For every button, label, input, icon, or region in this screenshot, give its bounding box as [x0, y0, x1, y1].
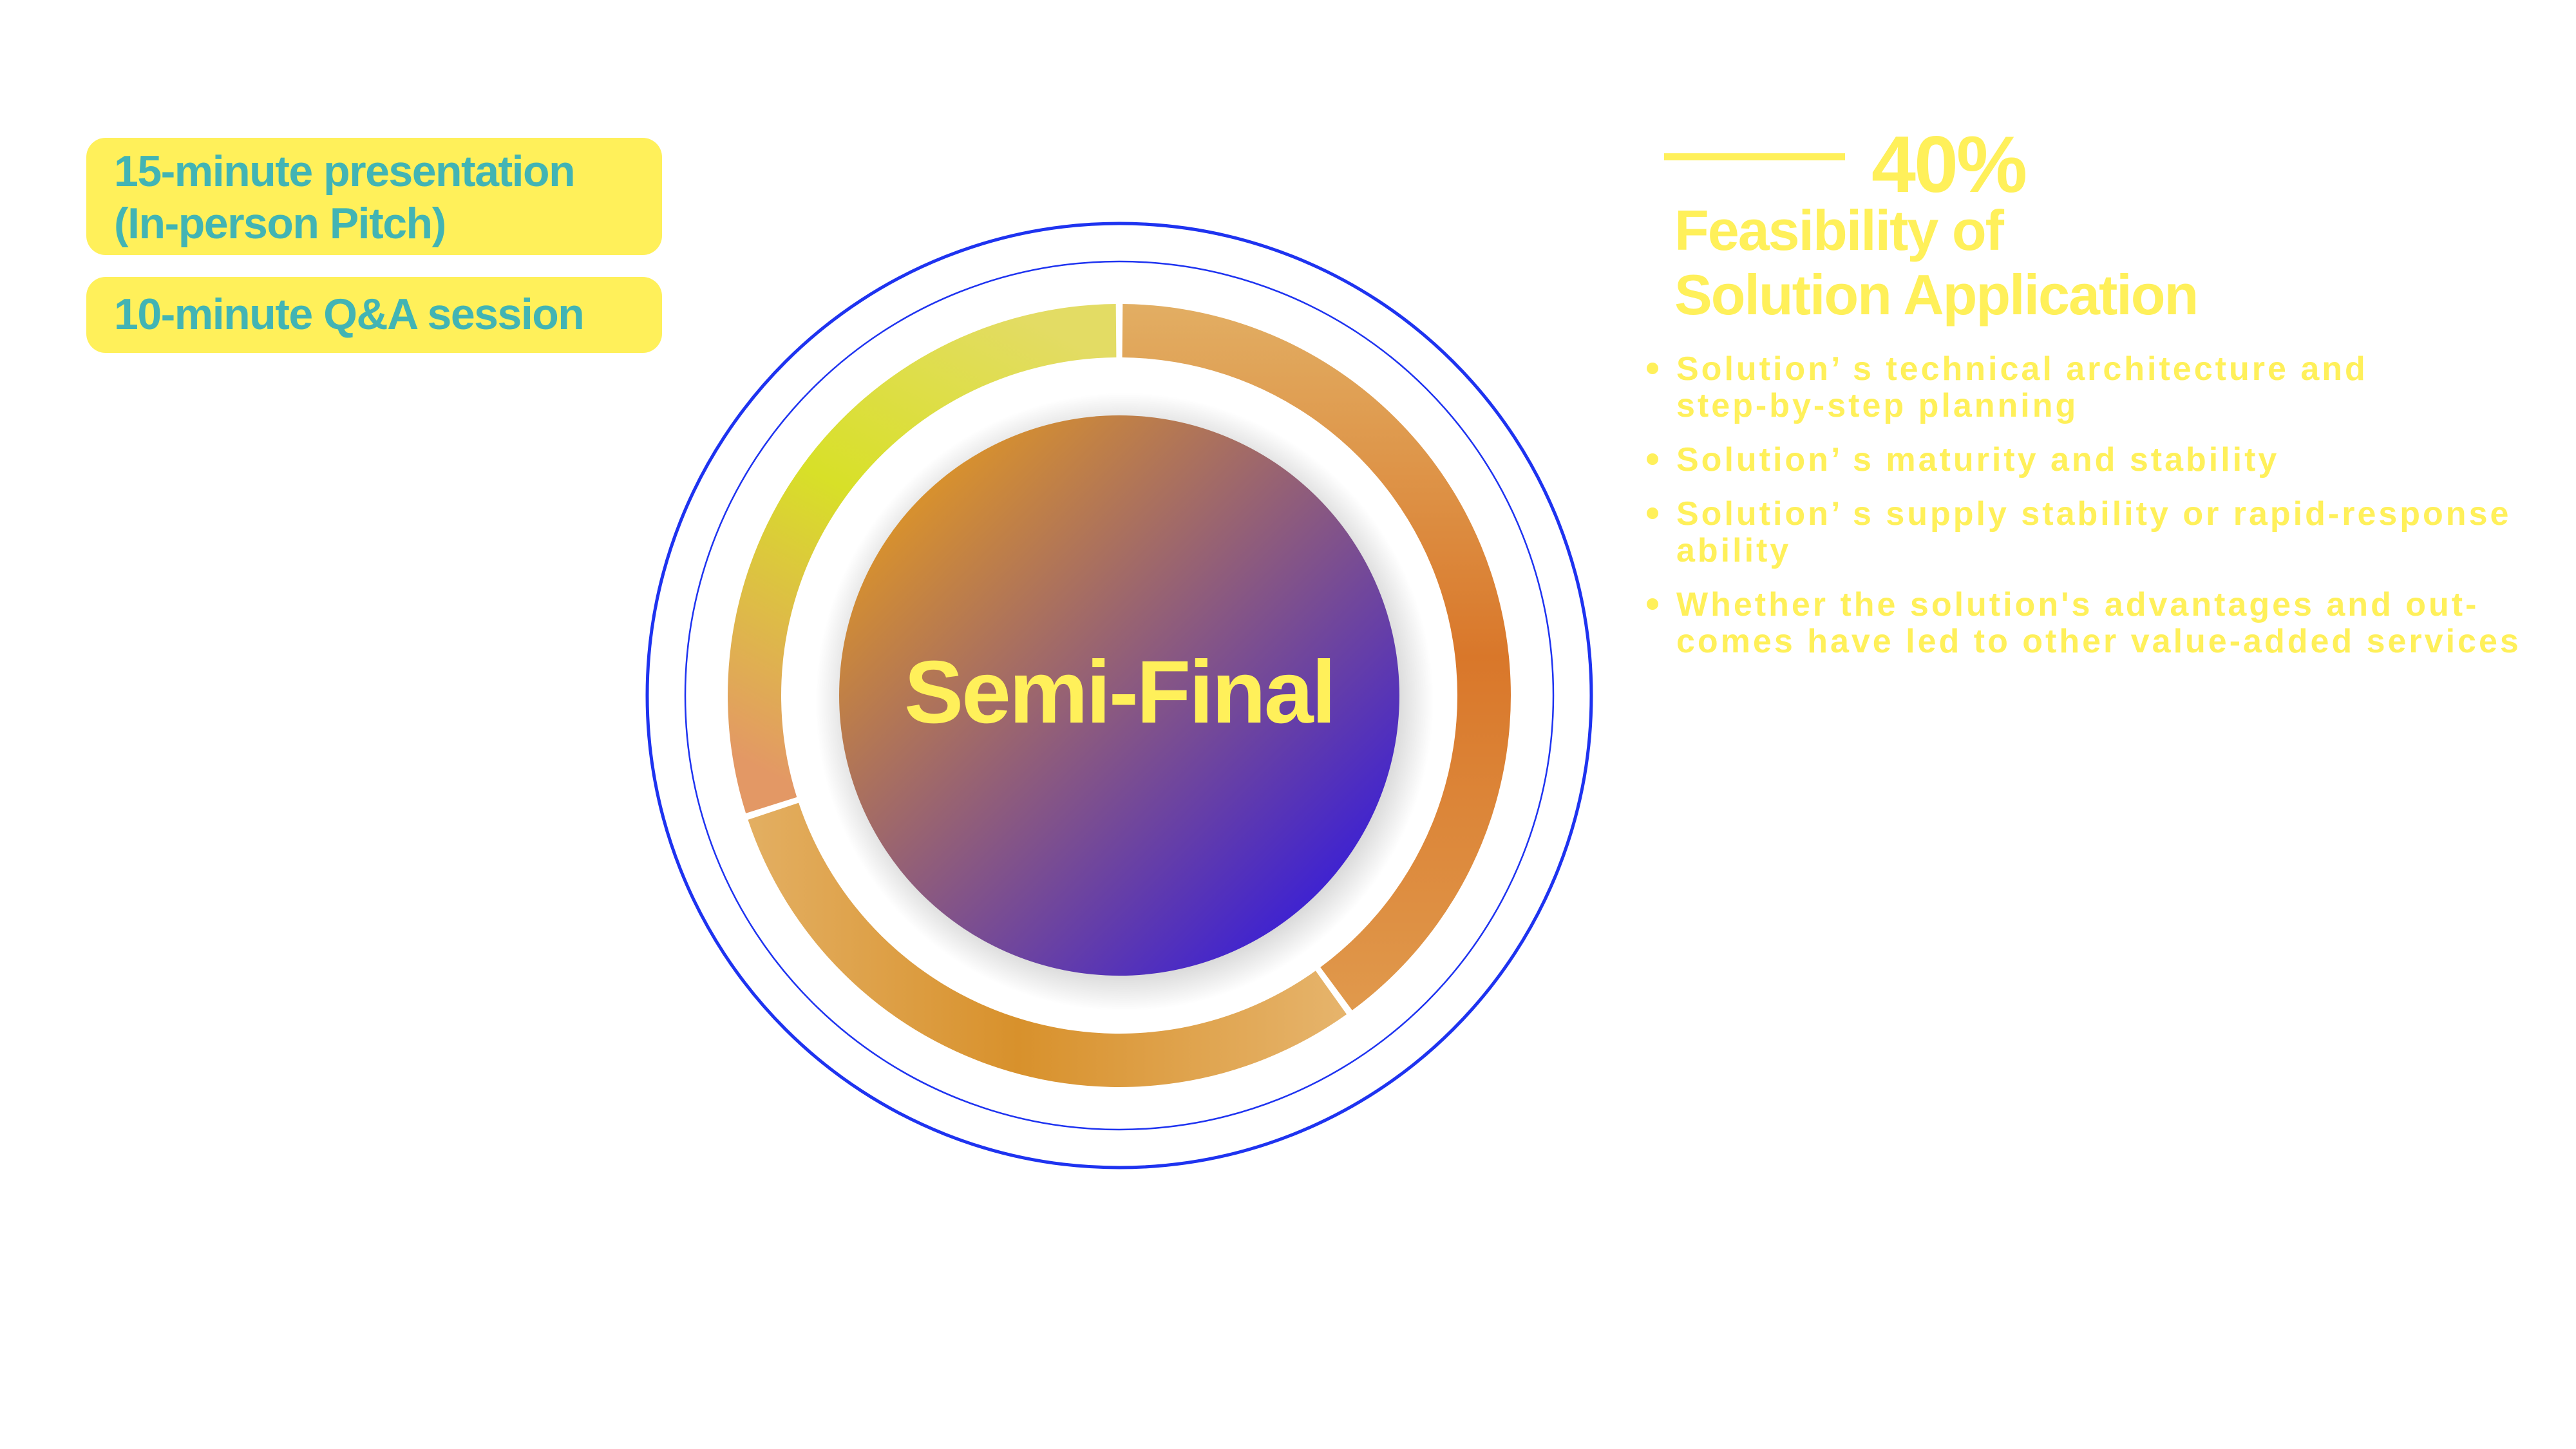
- criteria-list: Solution’ s technical architecture and s…: [1647, 351, 2561, 677]
- format-text-line: (In-person Pitch): [114, 199, 446, 248]
- criteria-list-item: Solution’ s supply stability or rapid-re…: [1647, 496, 2561, 569]
- bullet-dot-icon: [1647, 453, 1658, 465]
- criteria-list-item: Solution’ s technical architecture and s…: [1647, 351, 2561, 424]
- criterion-title-line: Solution Application: [1674, 263, 2199, 327]
- format-text-line: 10-minute Q&A session: [114, 290, 585, 339]
- criteria-text-line: ability: [1676, 532, 1792, 569]
- donut-segment-feasibility-of-solution-application: [1122, 304, 1511, 1010]
- criteria-text-line: Solution’ s technical architecture and: [1676, 350, 2368, 388]
- format-text-line: 15-minute presentation: [114, 147, 576, 196]
- donut-segment-segment-2: [748, 802, 1347, 1087]
- criteria-text-line: Solution’ s supply stability or rapid-re…: [1676, 495, 2512, 533]
- format-box-presentation: 15-minute presentation (In-person Pitch): [86, 138, 662, 255]
- center-disc: [839, 415, 1399, 976]
- donut-segment-segment-3: [728, 304, 1117, 813]
- center-label: Semi-Final: [904, 643, 1334, 742]
- criteria-text-line: step-by-step planning: [1676, 387, 2079, 424]
- criteria-text-line: Solution’ s maturity and stability: [1676, 441, 2280, 478]
- criterion-weight: 40%: [1871, 120, 2027, 209]
- donut-segments: [728, 304, 1511, 1087]
- weight-line-decoration: [1664, 153, 1845, 160]
- criterion-title: Feasibility of Solution Application: [1674, 198, 2199, 327]
- inner-ring: [684, 260, 1555, 1131]
- criteria-text-line: comes have led to other value-added serv…: [1676, 623, 2521, 660]
- outer-ring: [645, 222, 1593, 1170]
- bullet-dot-icon: [1647, 507, 1658, 519]
- criterion-title-line: Feasibility of: [1674, 198, 2004, 262]
- criteria-list-item: Solution’ s maturity and stability: [1647, 442, 2561, 478]
- bullet-dot-icon: [1647, 598, 1658, 610]
- bullet-dot-icon: [1647, 363, 1658, 374]
- criteria-list-item: Whether the solution's advantages and ou…: [1647, 587, 2561, 660]
- format-box-qa: 10-minute Q&A session: [86, 277, 662, 353]
- criteria-text-line: Whether the solution's advantages and ou…: [1676, 586, 2479, 623]
